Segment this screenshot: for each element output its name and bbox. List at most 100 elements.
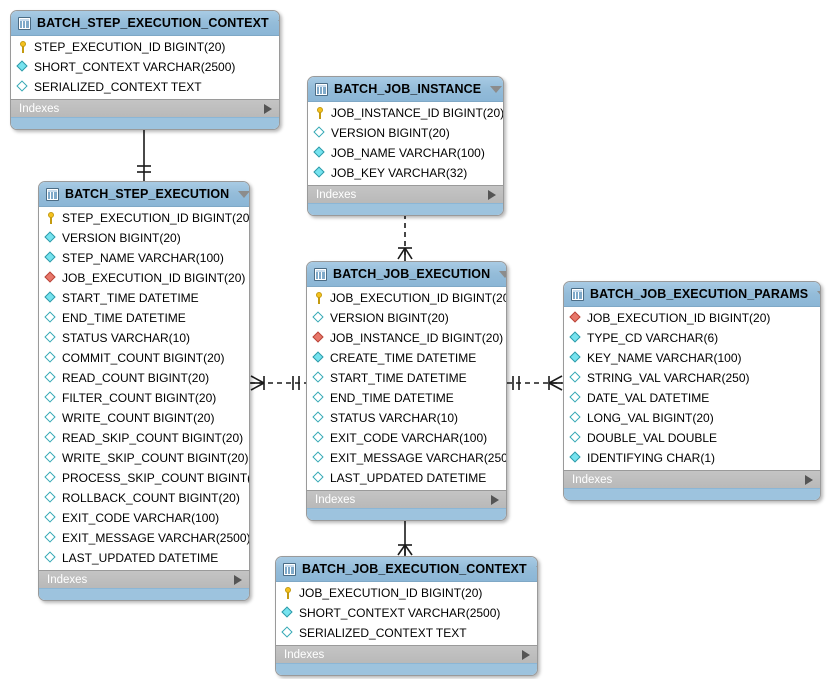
column-row[interactable]: IDENTIFYING CHAR(1) (564, 448, 820, 468)
column-row[interactable]: START_TIME DATETIME (307, 368, 506, 388)
diamond-icon (45, 492, 57, 504)
column-row[interactable]: STEP_NAME VARCHAR(100) (39, 248, 249, 268)
indexes-section[interactable]: Indexes (564, 470, 820, 488)
column-label: END_TIME DATETIME (62, 311, 186, 325)
column-row[interactable]: STRING_VAL VARCHAR(250) (564, 368, 820, 388)
column-row[interactable]: STEP_EXECUTION_ID BIGINT(20) (39, 208, 249, 228)
chevron-right-icon[interactable] (805, 474, 813, 485)
indexes-section[interactable]: Indexes (276, 645, 537, 663)
chevron-down-icon[interactable] (817, 290, 820, 298)
table-header[interactable]: BATCH_STEP_EXECUTION_CONTEXT (11, 11, 279, 36)
column-row[interactable]: STATUS VARCHAR(10) (39, 328, 249, 348)
column-row[interactable]: SHORT_CONTEXT VARCHAR(2500) (276, 603, 537, 623)
column-label: ROLLBACK_COUNT BIGINT(20) (62, 491, 240, 505)
column-row[interactable]: PROCESS_SKIP_COUNT BIGINT(20) (39, 468, 249, 488)
column-row[interactable]: SHORT_CONTEXT VARCHAR(2500) (11, 57, 279, 77)
column-label: EXIT_CODE VARCHAR(100) (330, 431, 488, 445)
column-row[interactable]: SERIALIZED_CONTEXT TEXT (11, 77, 279, 97)
table-batch-job-instance[interactable]: BATCH_JOB_INSTANCE JOB_INSTANCE_ID BIGINT… (307, 76, 504, 216)
column-label: PROCESS_SKIP_COUNT BIGINT(20) (62, 471, 250, 485)
column-row[interactable]: EXIT_CODE VARCHAR(100) (307, 428, 506, 448)
table-base-strip (308, 203, 503, 215)
column-row[interactable]: READ_SKIP_COUNT BIGINT(20) (39, 428, 249, 448)
chevron-down-icon[interactable] (499, 270, 506, 278)
column-row[interactable]: SERIALIZED_CONTEXT TEXT (276, 623, 537, 643)
diamond-filled-icon (45, 232, 57, 244)
diamond-filled-icon (570, 332, 582, 344)
column-row[interactable]: LAST_UPDATED DATETIME (307, 468, 506, 488)
indexes-section[interactable]: Indexes (39, 570, 249, 588)
chevron-right-icon[interactable] (488, 189, 496, 200)
column-row[interactable]: KEY_NAME VARCHAR(100) (564, 348, 820, 368)
column-row[interactable]: DOUBLE_VAL DOUBLE (564, 428, 820, 448)
column-row[interactable]: START_TIME DATETIME (39, 288, 249, 308)
key-icon (282, 587, 294, 599)
column-row[interactable]: JOB_EXECUTION_ID BIGINT(20) (276, 583, 537, 603)
column-row[interactable]: TYPE_CD VARCHAR(6) (564, 328, 820, 348)
column-row[interactable]: STATUS VARCHAR(10) (307, 408, 506, 428)
indexes-section[interactable]: Indexes (307, 490, 506, 508)
column-row[interactable]: VERSION BIGINT(20) (307, 308, 506, 328)
table-header[interactable]: BATCH_JOB_EXECUTION_PARAMS (564, 282, 820, 307)
chevron-right-icon[interactable] (491, 494, 499, 505)
relationship-job-execution-step-execution[interactable] (250, 375, 306, 391)
column-row[interactable]: STEP_EXECUTION_ID BIGINT(20) (11, 37, 279, 57)
chevron-down-icon[interactable] (238, 190, 249, 198)
column-label: JOB_INSTANCE_ID BIGINT(20) (330, 331, 504, 345)
column-row[interactable]: DATE_VAL DATETIME (564, 388, 820, 408)
column-label: JOB_EXECUTION_ID BIGINT(20) (330, 291, 507, 305)
table-batch-job-execution[interactable]: BATCH_JOB_EXECUTION JOB_EXECUTION_ID BIGI… (306, 261, 507, 521)
column-row[interactable]: JOB_EXECUTION_ID BIGINT(20) (39, 268, 249, 288)
column-row[interactable]: FILTER_COUNT BIGINT(20) (39, 388, 249, 408)
column-row[interactable]: JOB_INSTANCE_ID BIGINT(20) (307, 328, 506, 348)
column-row[interactable]: ROLLBACK_COUNT BIGINT(20) (39, 488, 249, 508)
table-header[interactable]: BATCH_STEP_EXECUTION (39, 182, 249, 207)
column-row[interactable]: LONG_VAL BIGINT(20) (564, 408, 820, 428)
column-row[interactable]: END_TIME DATETIME (307, 388, 506, 408)
column-row[interactable]: END_TIME DATETIME (39, 308, 249, 328)
table-header[interactable]: BATCH_JOB_EXECUTION_CONTEXT (276, 557, 537, 582)
chevron-right-icon[interactable] (264, 103, 272, 114)
column-row[interactable]: WRITE_COUNT BIGINT(20) (39, 408, 249, 428)
column-row[interactable]: WRITE_SKIP_COUNT BIGINT(20) (39, 448, 249, 468)
column-label: WRITE_COUNT BIGINT(20) (62, 411, 215, 425)
column-row[interactable]: READ_COUNT BIGINT(20) (39, 368, 249, 388)
column-row[interactable]: EXIT_MESSAGE VARCHAR(2500) (39, 528, 249, 548)
chevron-right-icon[interactable] (234, 574, 242, 585)
chevron-right-icon[interactable] (522, 649, 530, 660)
column-row[interactable]: VERSION BIGINT(20) (39, 228, 249, 248)
key-icon (314, 107, 326, 119)
column-row[interactable]: LAST_UPDATED DATETIME (39, 548, 249, 568)
chevron-down-icon[interactable] (277, 19, 279, 27)
column-row[interactable]: JOB_NAME VARCHAR(100) (308, 143, 503, 163)
chevron-down-icon[interactable] (490, 85, 503, 93)
table-title: BATCH_JOB_INSTANCE (334, 82, 482, 96)
column-label: VERSION BIGINT(20) (62, 231, 181, 245)
chevron-down-icon[interactable] (535, 565, 537, 573)
table-header[interactable]: BATCH_JOB_EXECUTION (307, 262, 506, 287)
diamond-icon (45, 512, 57, 524)
column-label: JOB_EXECUTION_ID BIGINT(20) (62, 271, 246, 285)
column-row[interactable]: JOB_EXECUTION_ID BIGINT(20) (307, 288, 506, 308)
column-label: VERSION BIGINT(20) (330, 311, 449, 325)
column-row[interactable]: JOB_EXECUTION_ID BIGINT(20) (564, 308, 820, 328)
column-label: READ_SKIP_COUNT BIGINT(20) (62, 431, 244, 445)
indexes-section[interactable]: Indexes (308, 185, 503, 203)
relationship-job-execution-params[interactable] (507, 375, 563, 391)
column-row[interactable]: JOB_INSTANCE_ID BIGINT(20) (308, 103, 503, 123)
table-icon (46, 187, 59, 201)
column-label: END_TIME DATETIME (330, 391, 454, 405)
column-row[interactable]: EXIT_MESSAGE VARCHAR(2500) (307, 448, 506, 468)
table-header[interactable]: BATCH_JOB_INSTANCE (308, 77, 503, 102)
column-row[interactable]: EXIT_CODE VARCHAR(100) (39, 508, 249, 528)
column-row[interactable]: COMMIT_COUNT BIGINT(20) (39, 348, 249, 368)
column-row[interactable]: VERSION BIGINT(20) (308, 123, 503, 143)
column-row[interactable]: JOB_KEY VARCHAR(32) (308, 163, 503, 183)
column-row[interactable]: CREATE_TIME DATETIME (307, 348, 506, 368)
indexes-section[interactable]: Indexes (11, 99, 279, 117)
